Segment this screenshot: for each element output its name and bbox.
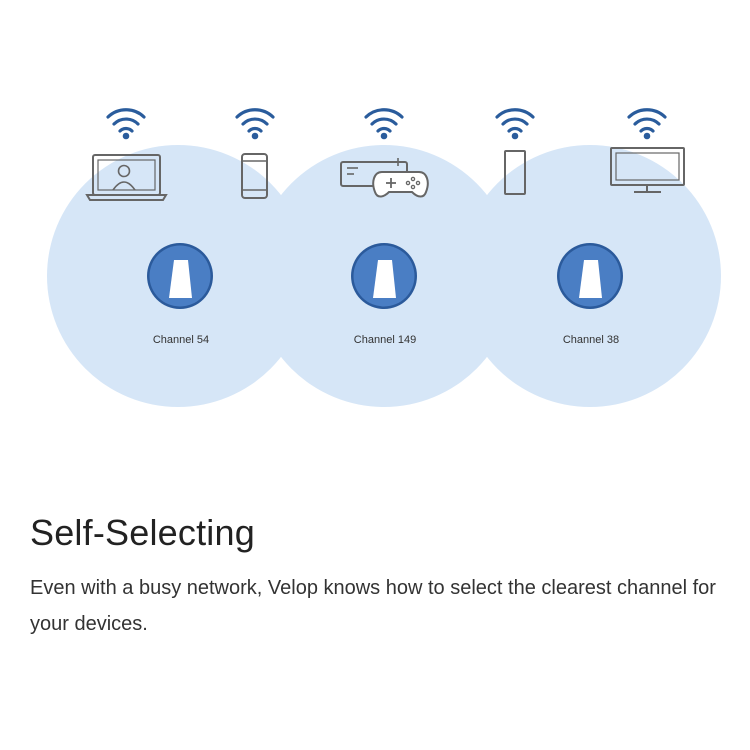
wifi-icon bbox=[627, 108, 667, 141]
channel-label: Channel 38 bbox=[563, 334, 619, 346]
wifi-icon bbox=[106, 108, 146, 141]
wifi-icon bbox=[495, 108, 535, 141]
monitor-icon bbox=[610, 147, 685, 193]
laptop-icon bbox=[85, 154, 168, 201]
wifi-icon bbox=[235, 108, 275, 141]
section-title: Self-Selecting bbox=[30, 512, 255, 553]
channel-label: Channel 54 bbox=[153, 334, 209, 346]
phone-icon bbox=[241, 153, 268, 199]
channel-label: Channel 149 bbox=[354, 334, 416, 346]
velop-node-1 bbox=[147, 243, 213, 309]
velop-node-3 bbox=[557, 243, 623, 309]
tablet-icon bbox=[504, 150, 526, 195]
game-console-icon bbox=[340, 158, 429, 198]
section-description: Even with a busy network, Velop knows ho… bbox=[30, 577, 716, 635]
network-diagram: Channel 54 Channel 149 Channel 38 bbox=[47, 108, 721, 407]
wifi-icon bbox=[364, 108, 404, 141]
velop-node-2 bbox=[351, 243, 417, 309]
